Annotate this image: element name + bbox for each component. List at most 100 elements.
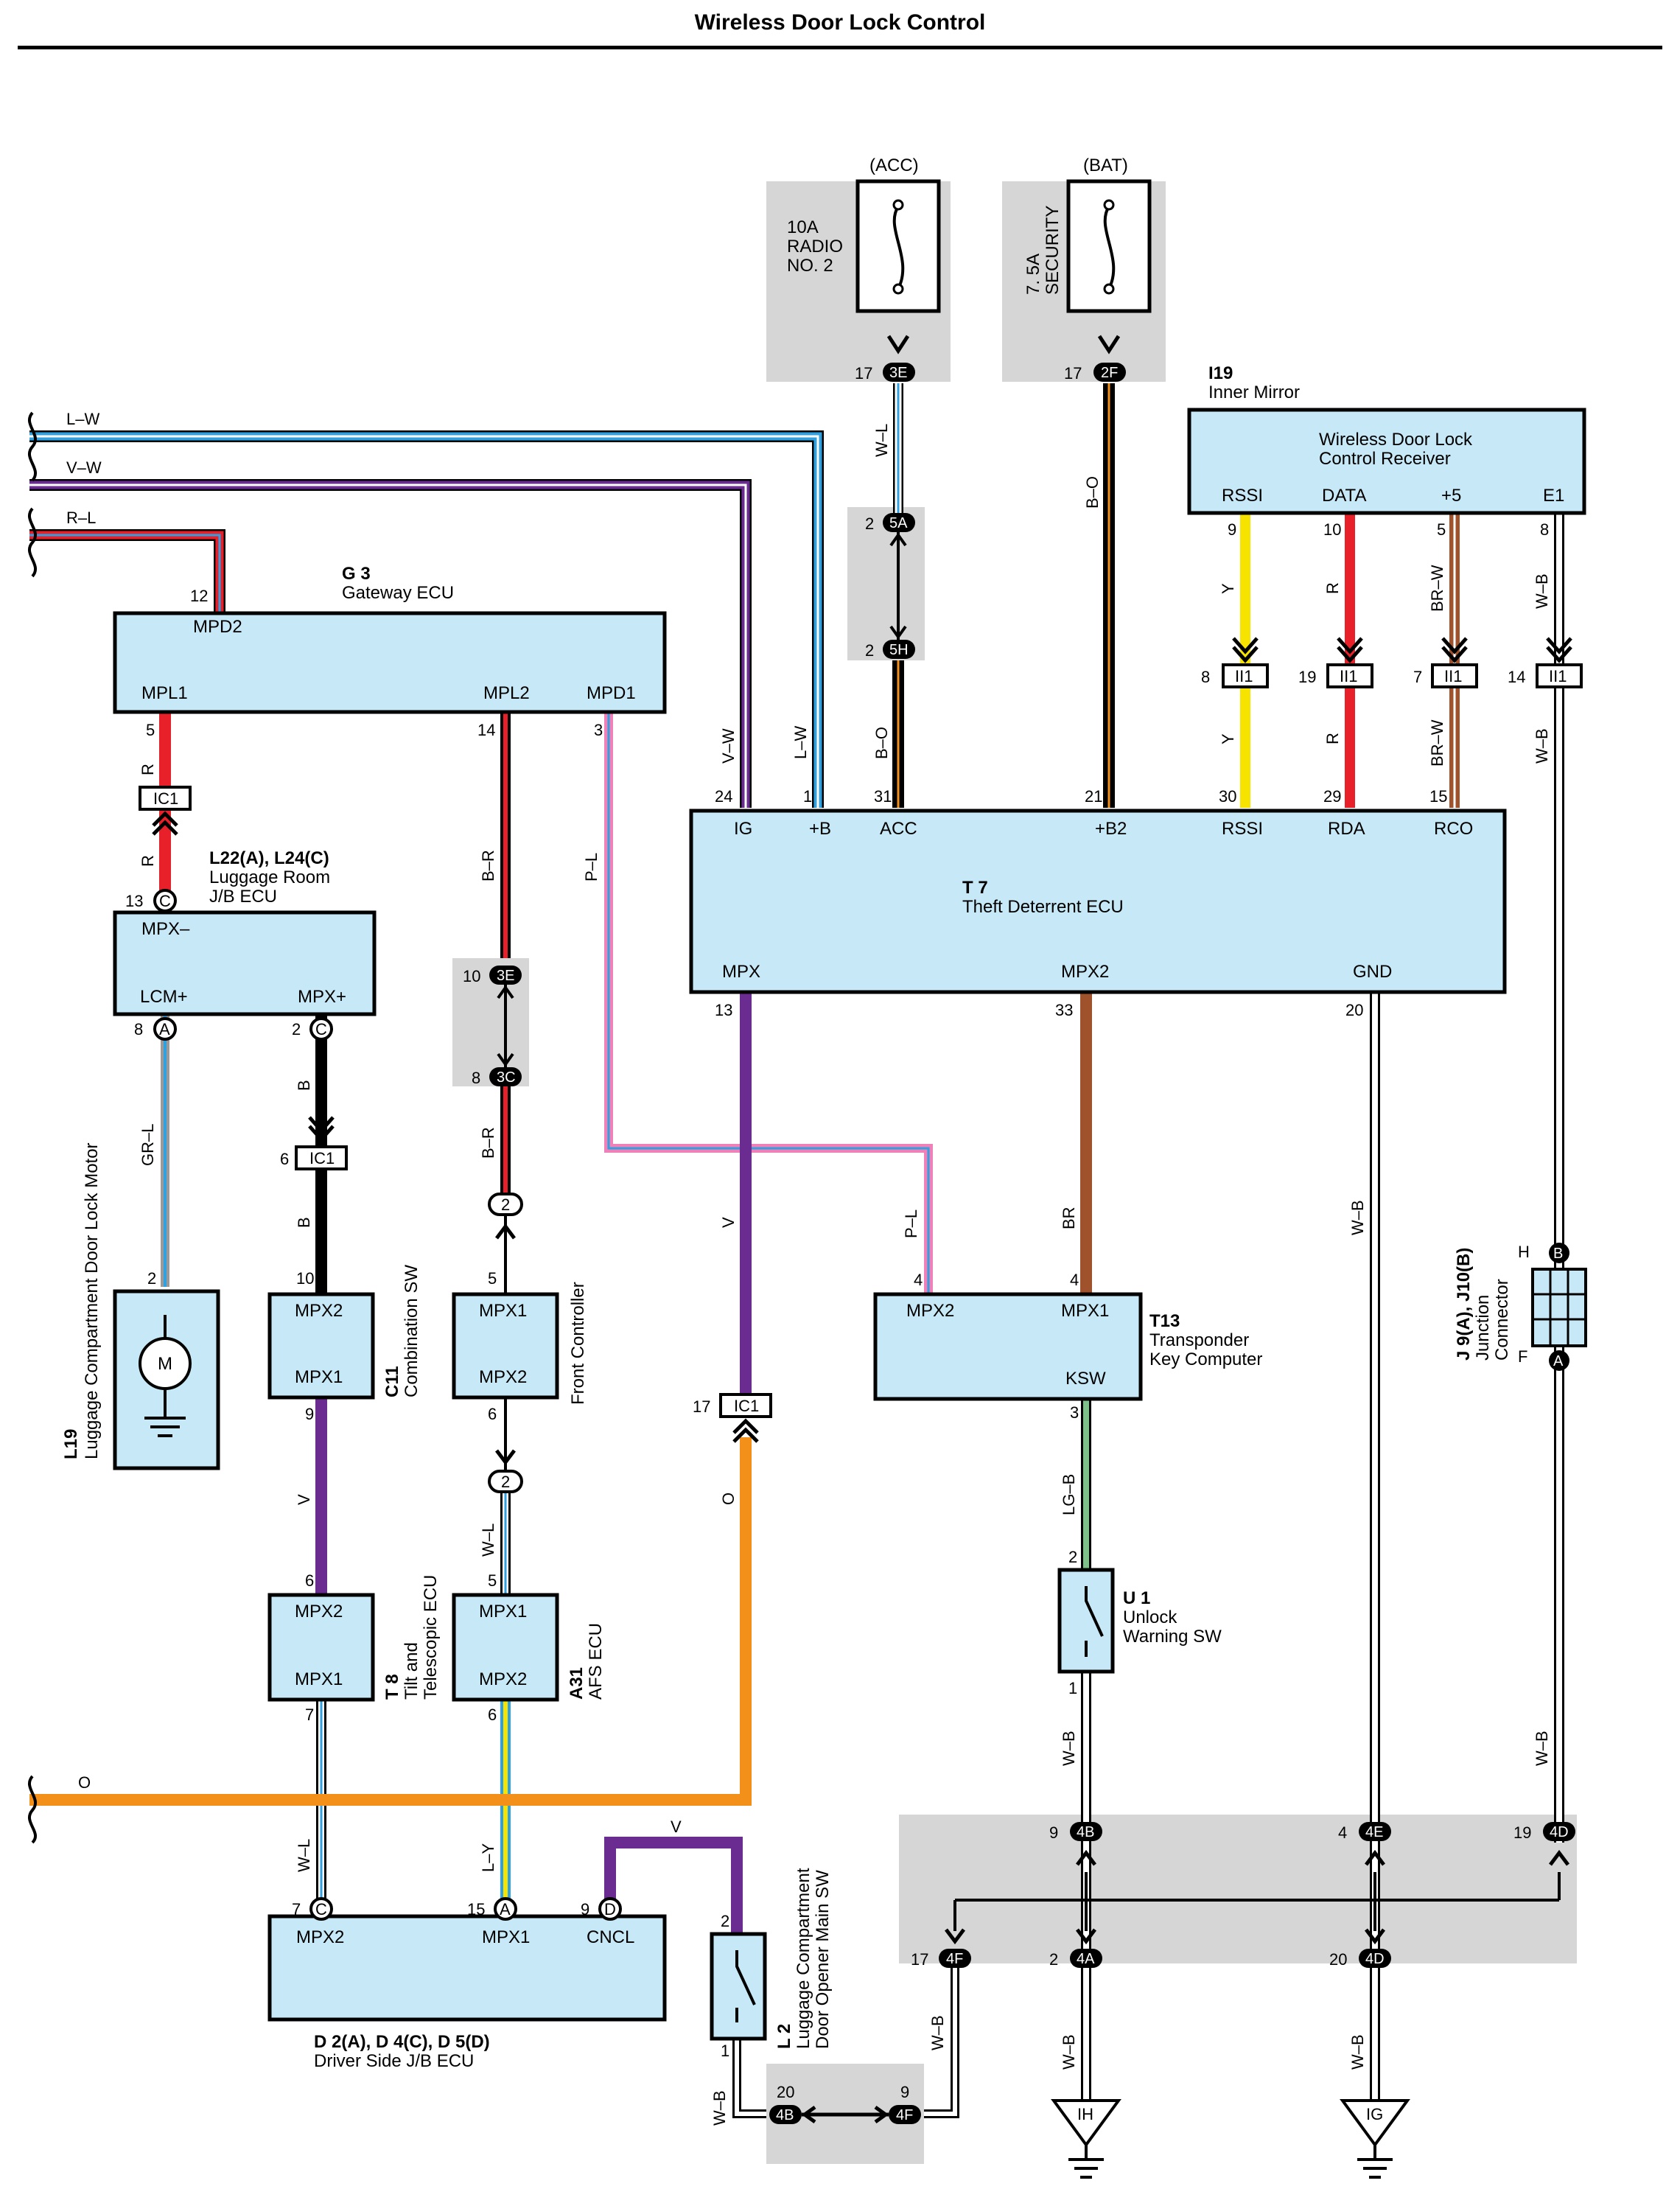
- wire-label-u1-w-b: W–B: [1060, 1731, 1078, 1766]
- wire-label-data-r-low: R: [1323, 733, 1342, 744]
- pin-8-ii1: 8: [1201, 668, 1210, 686]
- theft-pin-ig: IG: [734, 819, 752, 839]
- connector-4b-bottom: [769, 2105, 802, 2124]
- theft-pin-acc: ACC: [880, 819, 917, 839]
- gateway-ecu-name: Gateway ECU: [342, 583, 454, 603]
- door-lock-motor-id: L19: [61, 1429, 81, 1459]
- connector-d-9: [598, 1897, 622, 1921]
- wire-label-v-w-top: V–W: [66, 458, 102, 477]
- front-controller-box: [452, 1292, 559, 1400]
- gateway-pin-mpl1: MPL1: [141, 683, 188, 703]
- fuse-source-acc: (ACC): [869, 156, 919, 175]
- connector-ic1-top: [139, 786, 192, 811]
- connector-2f: [1093, 363, 1126, 382]
- pin-20-4d: 20: [1329, 1950, 1347, 1969]
- pin-1-u1: 1: [1068, 1679, 1077, 1697]
- inner-mirror-box: [1187, 408, 1586, 515]
- luggage-pin-mpx-plus: MPX+: [298, 987, 346, 1007]
- wire-label-plus5-br-w-low: BR–W: [1428, 719, 1446, 767]
- mirror-pin-rssi: RSSI: [1222, 486, 1263, 506]
- connector-4f-bottom: [889, 2105, 921, 2124]
- connector-4d-bottom-label: 4D: [1365, 1951, 1385, 1967]
- t13-pin-mpx1: MPX1: [1061, 1301, 1109, 1321]
- connector-ii1-plus5: [1431, 663, 1478, 688]
- wire-label-mpd1-p-l: P–L: [582, 853, 601, 881]
- j9-connector-b-label: B: [1553, 1246, 1563, 1262]
- connector-ic1-top-label: IC1: [153, 789, 178, 808]
- theft-ecu-id: T 7: [962, 878, 988, 898]
- link-3e-3c: [497, 985, 514, 1067]
- pin-24-ig: 24: [715, 787, 732, 806]
- junction-panel-5a5h: [847, 507, 925, 660]
- connector-2-lower-label: 2: [501, 1473, 510, 1491]
- fc-pin-mpx2: MPX2: [479, 1367, 527, 1387]
- theft-pin-rda: RDA: [1328, 819, 1365, 839]
- u1-switch-icon: [1085, 1586, 1104, 1657]
- pin-5-a31: 5: [488, 1571, 497, 1590]
- connector-4d-top-label: 4D: [1550, 1824, 1569, 1840]
- receiver-label-2: Control Receiver: [1319, 449, 1451, 469]
- gateway-pin-mpl2: MPL2: [483, 683, 530, 703]
- connector-c-7-label: C: [315, 1900, 327, 1919]
- wire-cncl-v: [604, 1837, 743, 1934]
- arrow-ic1-top: [152, 811, 178, 836]
- wire-label-w-l-fc: W–L: [479, 1523, 497, 1557]
- pin-8-a: 8: [134, 1020, 143, 1038]
- arrow-2-upper: [495, 1223, 516, 1240]
- j9-name-1: Junction: [1473, 1295, 1493, 1361]
- pin-1-l2: 1: [721, 2042, 729, 2060]
- connector-4f-top: [939, 1949, 971, 1968]
- pin-20-gnd: 20: [1345, 1001, 1363, 1019]
- pin-2-motor: 2: [147, 1269, 156, 1288]
- connector-a-15-label: A: [500, 1900, 511, 1919]
- connector-ii1-data: [1326, 663, 1373, 688]
- u1-name-1: Unlock: [1123, 1607, 1177, 1627]
- connector-5h: [883, 640, 915, 659]
- driver-side-jb-ecu-box: [267, 1914, 667, 2022]
- wire-label-w-b-ig: W–B: [1348, 2034, 1367, 2070]
- fuse-acc-label-1: 10A: [787, 217, 819, 237]
- t13-pin-ksw: KSW: [1065, 1369, 1106, 1389]
- pin-9-rssi: 9: [1228, 520, 1236, 539]
- pin-10-data: 10: [1323, 520, 1341, 539]
- t13-name-1: Transponder: [1149, 1330, 1249, 1350]
- t13-id: T13: [1149, 1311, 1180, 1331]
- pin-20-4b: 20: [777, 2083, 794, 2101]
- pin-14-mpl2: 14: [477, 721, 495, 739]
- pin-8-e1: 8: [1540, 520, 1549, 539]
- pin-10-3e: 10: [463, 967, 480, 985]
- pin-29-rda: 29: [1323, 787, 1341, 806]
- wire-label-l-w-b: L–W: [791, 726, 810, 759]
- wire-label-v-w-ig: V–W: [719, 728, 738, 764]
- wire-mpd1-p-l: [604, 712, 933, 1294]
- pin-17-2f: 17: [1064, 364, 1082, 383]
- t8-id: T 8: [382, 1674, 402, 1700]
- connector-ii1-rssi: [1222, 663, 1269, 688]
- pin-19-ii1: 19: [1298, 668, 1316, 686]
- d2-pin-mpx2: MPX2: [296, 1927, 344, 1947]
- arrow-ic1-mid: [308, 1116, 335, 1142]
- link-5a-5h: [889, 532, 907, 640]
- connector-a-15: [494, 1897, 517, 1921]
- d2-pin-cncl: CNCL: [587, 1927, 634, 1947]
- wire-label-data-r: R: [1323, 582, 1342, 594]
- wire-label-lg-b: LG–B: [1060, 1474, 1078, 1515]
- gateway-ecu-id: G 3: [342, 564, 371, 584]
- gateway-pin-mpd1: MPD1: [587, 683, 636, 703]
- luggage-pin-lcm-plus: LCM+: [140, 987, 188, 1007]
- wire-label-e1-w-b: W–B: [1533, 573, 1551, 609]
- pin-19-4d: 19: [1513, 1823, 1531, 1842]
- theft-ecu-name: Theft Deterrent ECU: [962, 897, 1124, 917]
- pin-13-mpx: 13: [715, 1001, 732, 1019]
- connector-2f-label: 2F: [1101, 365, 1118, 381]
- diagram-title: Wireless Door Lock Control: [694, 10, 986, 35]
- connector-4a: [1070, 1949, 1102, 1968]
- theft-pin-b: +B: [809, 819, 831, 839]
- tilt-telescopic-ecu-box: [267, 1593, 375, 1702]
- pin-7-ii1: 7: [1413, 668, 1422, 686]
- wire-4f-w-b: [924, 1961, 959, 2118]
- wire-label-b-upper: B: [295, 1080, 313, 1091]
- pin-12: 12: [190, 587, 208, 605]
- t13-name-2: Key Computer: [1149, 1350, 1262, 1369]
